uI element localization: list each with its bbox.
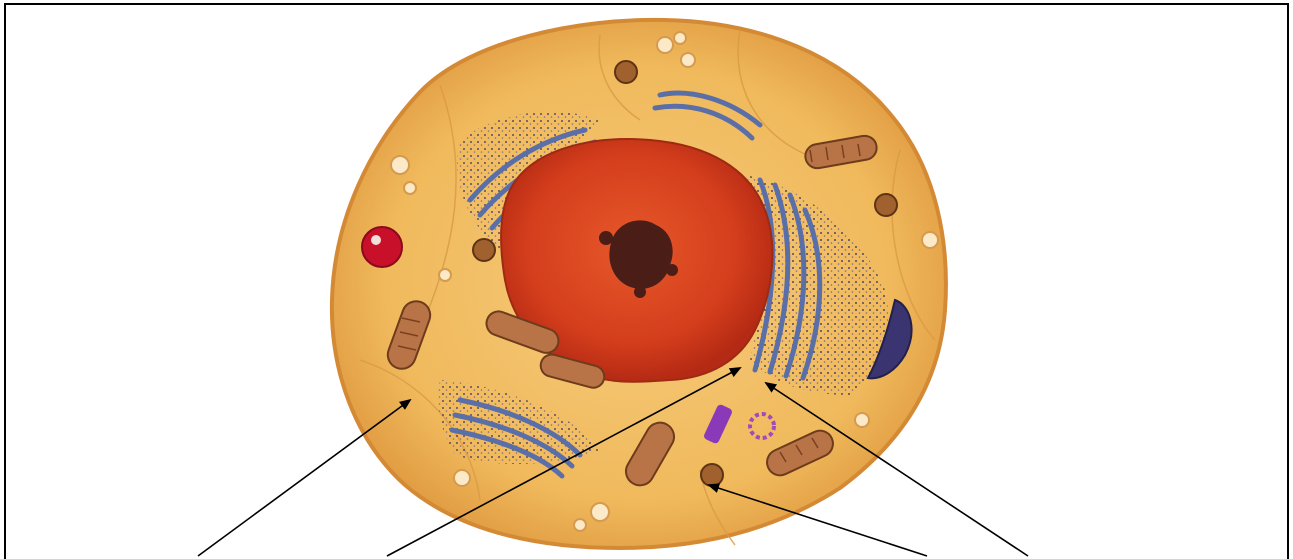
pointer-cytoplasm	[198, 400, 410, 556]
lysosome	[362, 227, 402, 267]
